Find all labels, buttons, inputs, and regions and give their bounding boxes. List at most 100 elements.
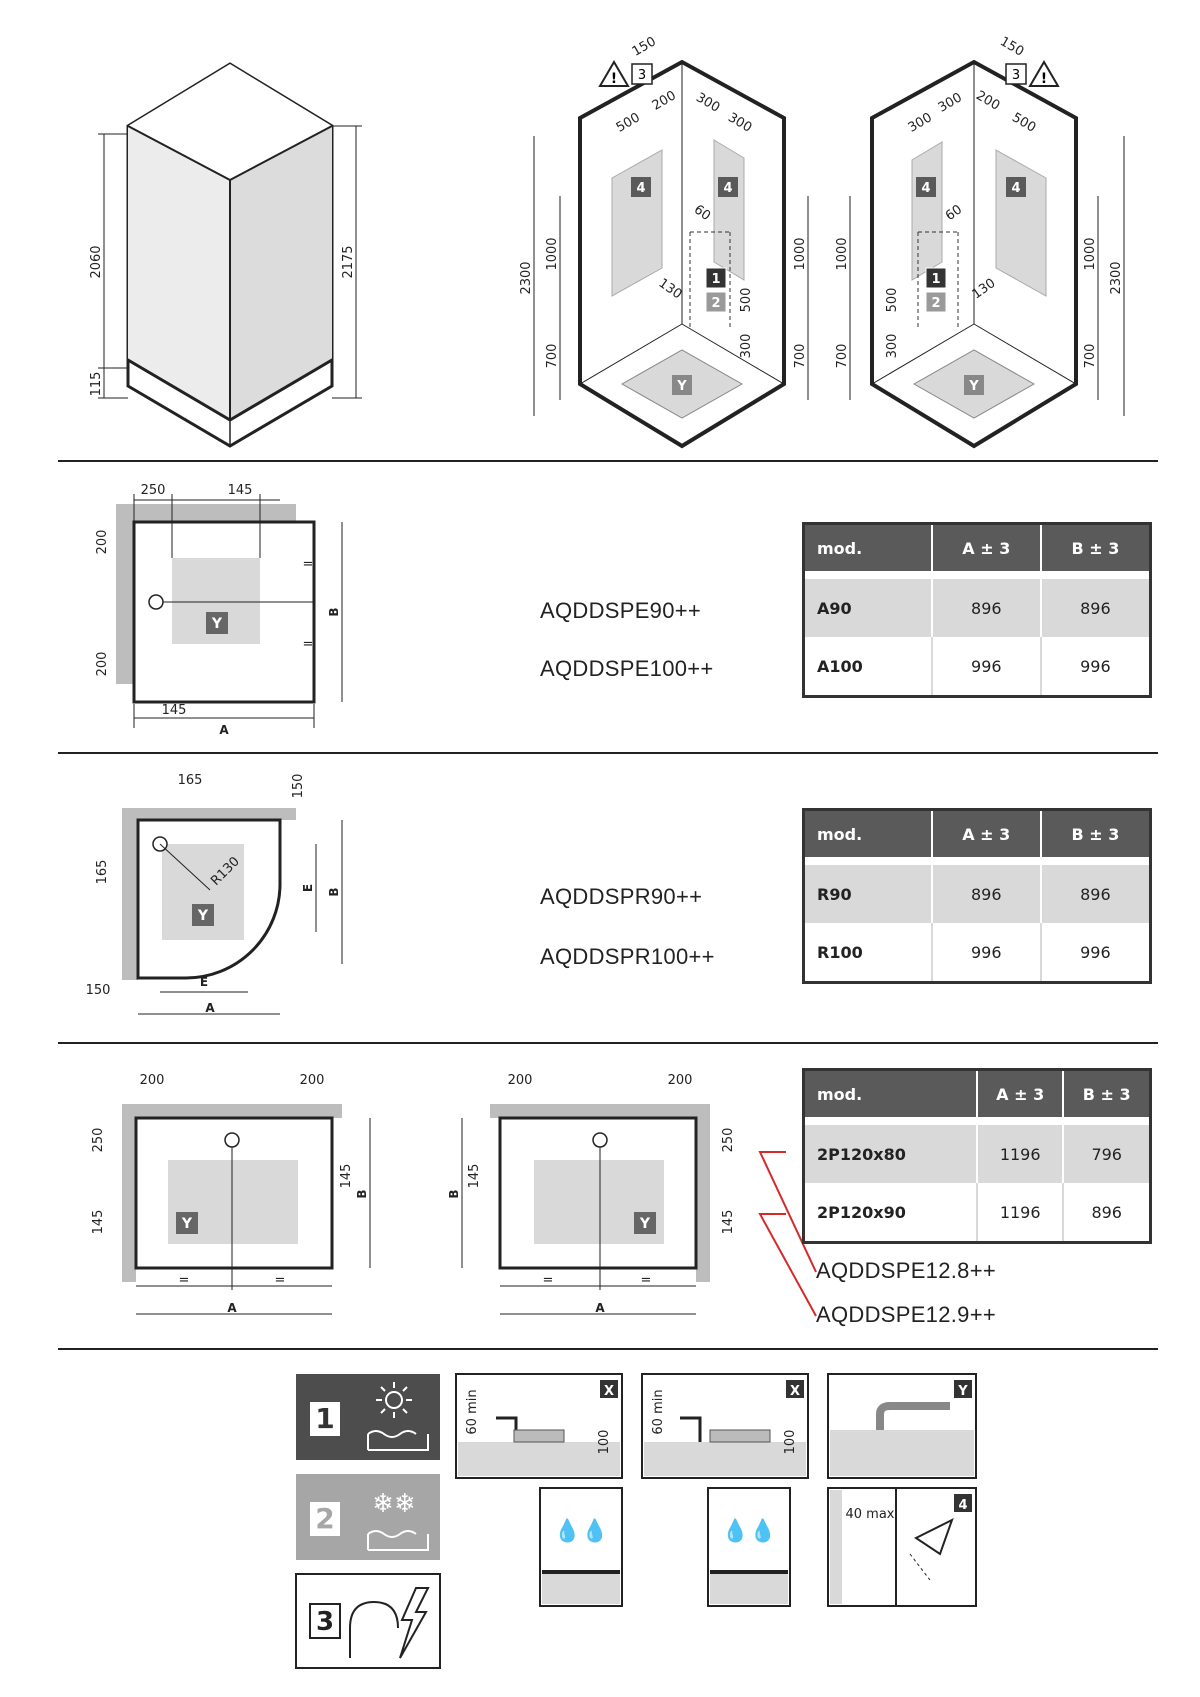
dim-200-a: 200	[95, 530, 110, 555]
col-b: B ± 3	[1039, 523, 1151, 571]
corner-view-left: 4 4 1 2 Y 2300 1000 700 1000 700 500 300…	[519, 34, 809, 449]
dim-eq-d: =	[641, 1273, 652, 1288]
separator-4	[58, 1348, 1158, 1350]
badge-2-r: 2	[931, 296, 940, 311]
red-leader-lines	[758, 1151, 817, 1317]
dim-165-top: 165	[178, 773, 203, 788]
y-badge: Y	[197, 908, 209, 924]
water-icon-2	[367, 1530, 429, 1551]
dim-145-b: 145	[339, 1164, 354, 1189]
y-badge-legend: Y	[957, 1384, 968, 1399]
separator-1	[58, 460, 1158, 462]
dim-height-115: 115	[89, 372, 104, 397]
dim-1000-c: 1000	[1083, 237, 1098, 270]
dim-150-top-b: 150	[997, 34, 1026, 59]
warning-icon-right: !	[1041, 71, 1047, 87]
snowflake-icon: ❄❄	[372, 1489, 416, 1519]
dim-eq-a: =	[179, 1273, 190, 1288]
dim-200-b: 200	[95, 652, 110, 677]
d100-a: 100	[597, 1430, 612, 1455]
top-3d-views: 2060 115 2175 4 4 1 2 Y 2 300 1000 700 10…	[89, 34, 1125, 449]
dim-height-2175: 2175	[341, 245, 356, 278]
table-row: 2P120x90 1196 896	[803, 1183, 1151, 1243]
badge-y: Y	[676, 379, 687, 394]
model-name-3: AQDDSPR90++	[540, 884, 703, 909]
dim-165-left: 165	[95, 860, 110, 885]
dim-300-a: 300	[739, 334, 754, 359]
dim-145-a: 145	[91, 1210, 106, 1235]
dim-B: B	[327, 887, 341, 896]
x-badge-2: X	[790, 1384, 800, 1399]
separator-2	[58, 752, 1158, 754]
dim-145-c: 145	[721, 1210, 736, 1235]
dim-250-r: 250	[721, 1128, 736, 1153]
model-name-2: AQDDSPE100++	[540, 656, 714, 681]
dim-eq-1: =	[303, 557, 314, 572]
dim-250: 250	[141, 483, 166, 498]
badge-4-left: 4	[636, 181, 645, 196]
max40: 40 max	[846, 1507, 895, 1522]
table-row: 2P120x80 1196 796	[803, 1125, 1151, 1183]
badge-4-right: 4	[723, 181, 732, 196]
dim-300-b: 300	[885, 334, 900, 359]
dim-200-b: 200	[300, 1073, 325, 1088]
dim-E-side: E	[301, 884, 315, 892]
dim-150-top: 150	[291, 774, 306, 799]
drops-icon-2: 💧💧	[722, 1518, 777, 1544]
dim-B-left: B	[355, 1189, 369, 1198]
table-row: R90 896 896	[803, 865, 1151, 923]
dim-B: B	[327, 607, 341, 616]
dim-145-bottom: 145	[162, 703, 187, 718]
dim-200-c: 200	[508, 1073, 533, 1088]
col-mod: mod.	[803, 523, 932, 571]
spec-table-round: mod. A ± 3 B ± 3 R90 896 896 R100 996 99…	[802, 808, 1152, 984]
dim-700-d: 700	[835, 344, 850, 369]
table-row: A90 896 896	[803, 579, 1151, 637]
dim-A: A	[205, 1001, 215, 1015]
dim-200-d: 200	[668, 1073, 693, 1088]
legend-3: 3	[316, 1607, 334, 1637]
y-badge-left: Y	[181, 1216, 193, 1232]
water-icon	[367, 1430, 429, 1451]
warning-icon: !	[611, 71, 617, 87]
plug-icon	[349, 1600, 399, 1658]
model-name-1: AQDDSPE90++	[540, 598, 702, 623]
badge-1-r: 1	[931, 272, 940, 287]
lightning-icon	[399, 1587, 430, 1659]
min60-a: 60 min	[465, 1389, 480, 1434]
dim-height-2060: 2060	[89, 245, 104, 278]
spec-table-rect: mod. A ± 3 B ± 3 2P120x80 1196 796 2P120…	[802, 1068, 1152, 1244]
model-name-6: AQDDSPE12.9++	[816, 1302, 996, 1327]
badge-1: 1	[711, 272, 720, 287]
legend-panel: 1 2 ❄❄ 3 X 60 min 100 X 60 min 100 Y 💧💧	[295, 1373, 977, 1669]
separator-3	[58, 1042, 1158, 1044]
dim-700-a: 700	[545, 344, 560, 369]
dim-A-right: A	[595, 1301, 605, 1315]
dim-E-bottom: E	[200, 975, 208, 989]
rect-tray-plans: Y 200 200 250 145 145 B = = A Y 200 200 …	[91, 1073, 736, 1315]
dim-eq-2: =	[303, 637, 314, 652]
dim-eq-c: =	[543, 1273, 554, 1288]
dim-700-b: 700	[793, 344, 808, 369]
badge-2: 2	[711, 296, 720, 311]
table-row: R100 996 996	[803, 923, 1151, 983]
square-tray-plan: Y 250 145 200 200 A 145 B = =	[95, 483, 343, 737]
dim-B-right: B	[447, 1189, 461, 1198]
dim-145-top: 145	[228, 483, 253, 498]
dim-A: A	[219, 723, 229, 737]
dim-1000-d: 1000	[835, 237, 850, 270]
badge-3-left: 3	[638, 68, 646, 83]
y-badge-right: Y	[639, 1216, 651, 1232]
dim-145-d: 145	[467, 1164, 482, 1189]
dim-500-b: 500	[885, 288, 900, 313]
table-row: A100 996 996	[803, 637, 1151, 697]
sun-icon	[376, 1382, 412, 1418]
dim-200-a: 200	[140, 1073, 165, 1088]
dim-700-c: 700	[1083, 344, 1098, 369]
legend-2: 2	[315, 1502, 334, 1535]
dim-eq-b: =	[275, 1273, 286, 1288]
dim-500-a: 500	[739, 288, 754, 313]
shower-head-icon	[914, 1517, 954, 1556]
badge-4-r2: 4	[1011, 181, 1020, 196]
dim-1000-a: 1000	[545, 237, 560, 270]
